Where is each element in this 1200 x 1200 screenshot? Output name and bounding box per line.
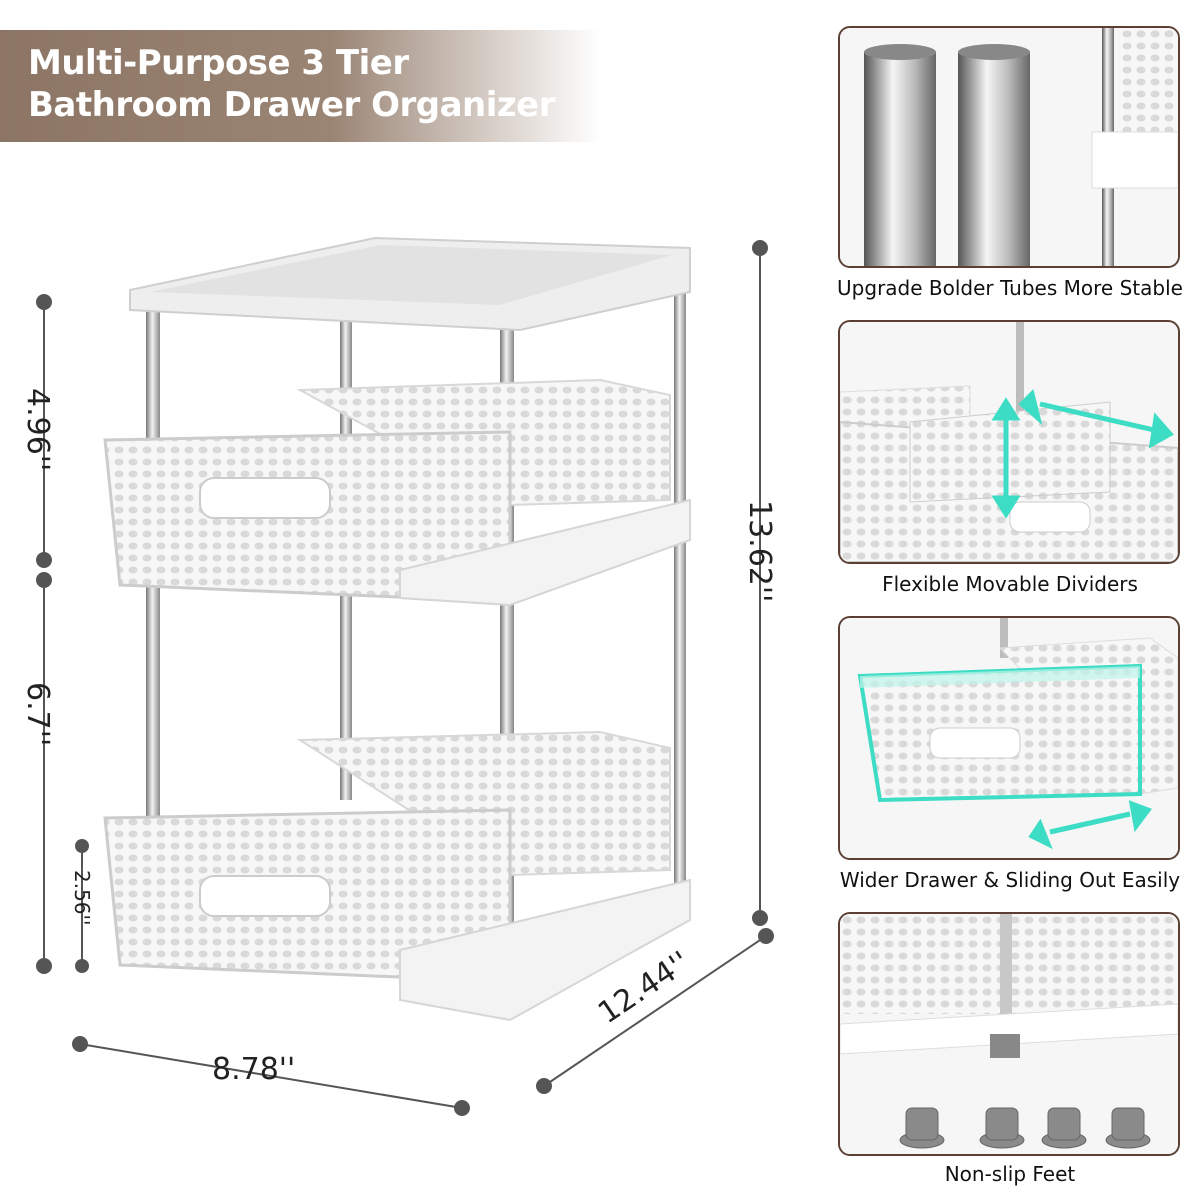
organizer-illustration [36, 236, 774, 1116]
lower-drawer-handle [199, 875, 331, 917]
dimension-middle-section: 6.7'' [20, 682, 55, 747]
feature-caption-feet: Non-slip Feet [944, 1162, 1076, 1186]
feature-panel-feet [838, 912, 1180, 1156]
feature-panel-dividers [838, 320, 1180, 564]
feet-image [840, 914, 1178, 1154]
feature-caption-drawer: Wider Drawer & Sliding Out Easily [839, 868, 1181, 892]
tubes-image [840, 28, 1178, 266]
drawer-image [840, 618, 1178, 858]
upper-drawer-handle [199, 477, 331, 519]
feature-panel-drawer [838, 616, 1180, 860]
dimension-total-height: 13.62'' [742, 500, 777, 603]
rubber-feet-icons [899, 1107, 1151, 1149]
dividers-image [840, 322, 1178, 562]
dimension-top-section: 4.96'' [20, 388, 55, 472]
feature-caption-tubes: Upgrade Bolder Tubes More Stable [837, 276, 1183, 300]
title-banner [0, 30, 600, 142]
title-text: Multi-Purpose 3 Tier Bathroom Drawer Org… [28, 42, 556, 126]
feature-panel-tubes [838, 26, 1180, 268]
title-line-2: Bathroom Drawer Organizer [28, 85, 556, 125]
dimension-drawer-height: 2.56'' [70, 870, 94, 926]
pole-back-right [674, 280, 686, 900]
dimension-width: 8.78'' [212, 1052, 296, 1087]
title-line-1: Multi-Purpose 3 Tier [28, 43, 409, 83]
feature-caption-dividers: Flexible Movable Dividers [882, 572, 1138, 596]
